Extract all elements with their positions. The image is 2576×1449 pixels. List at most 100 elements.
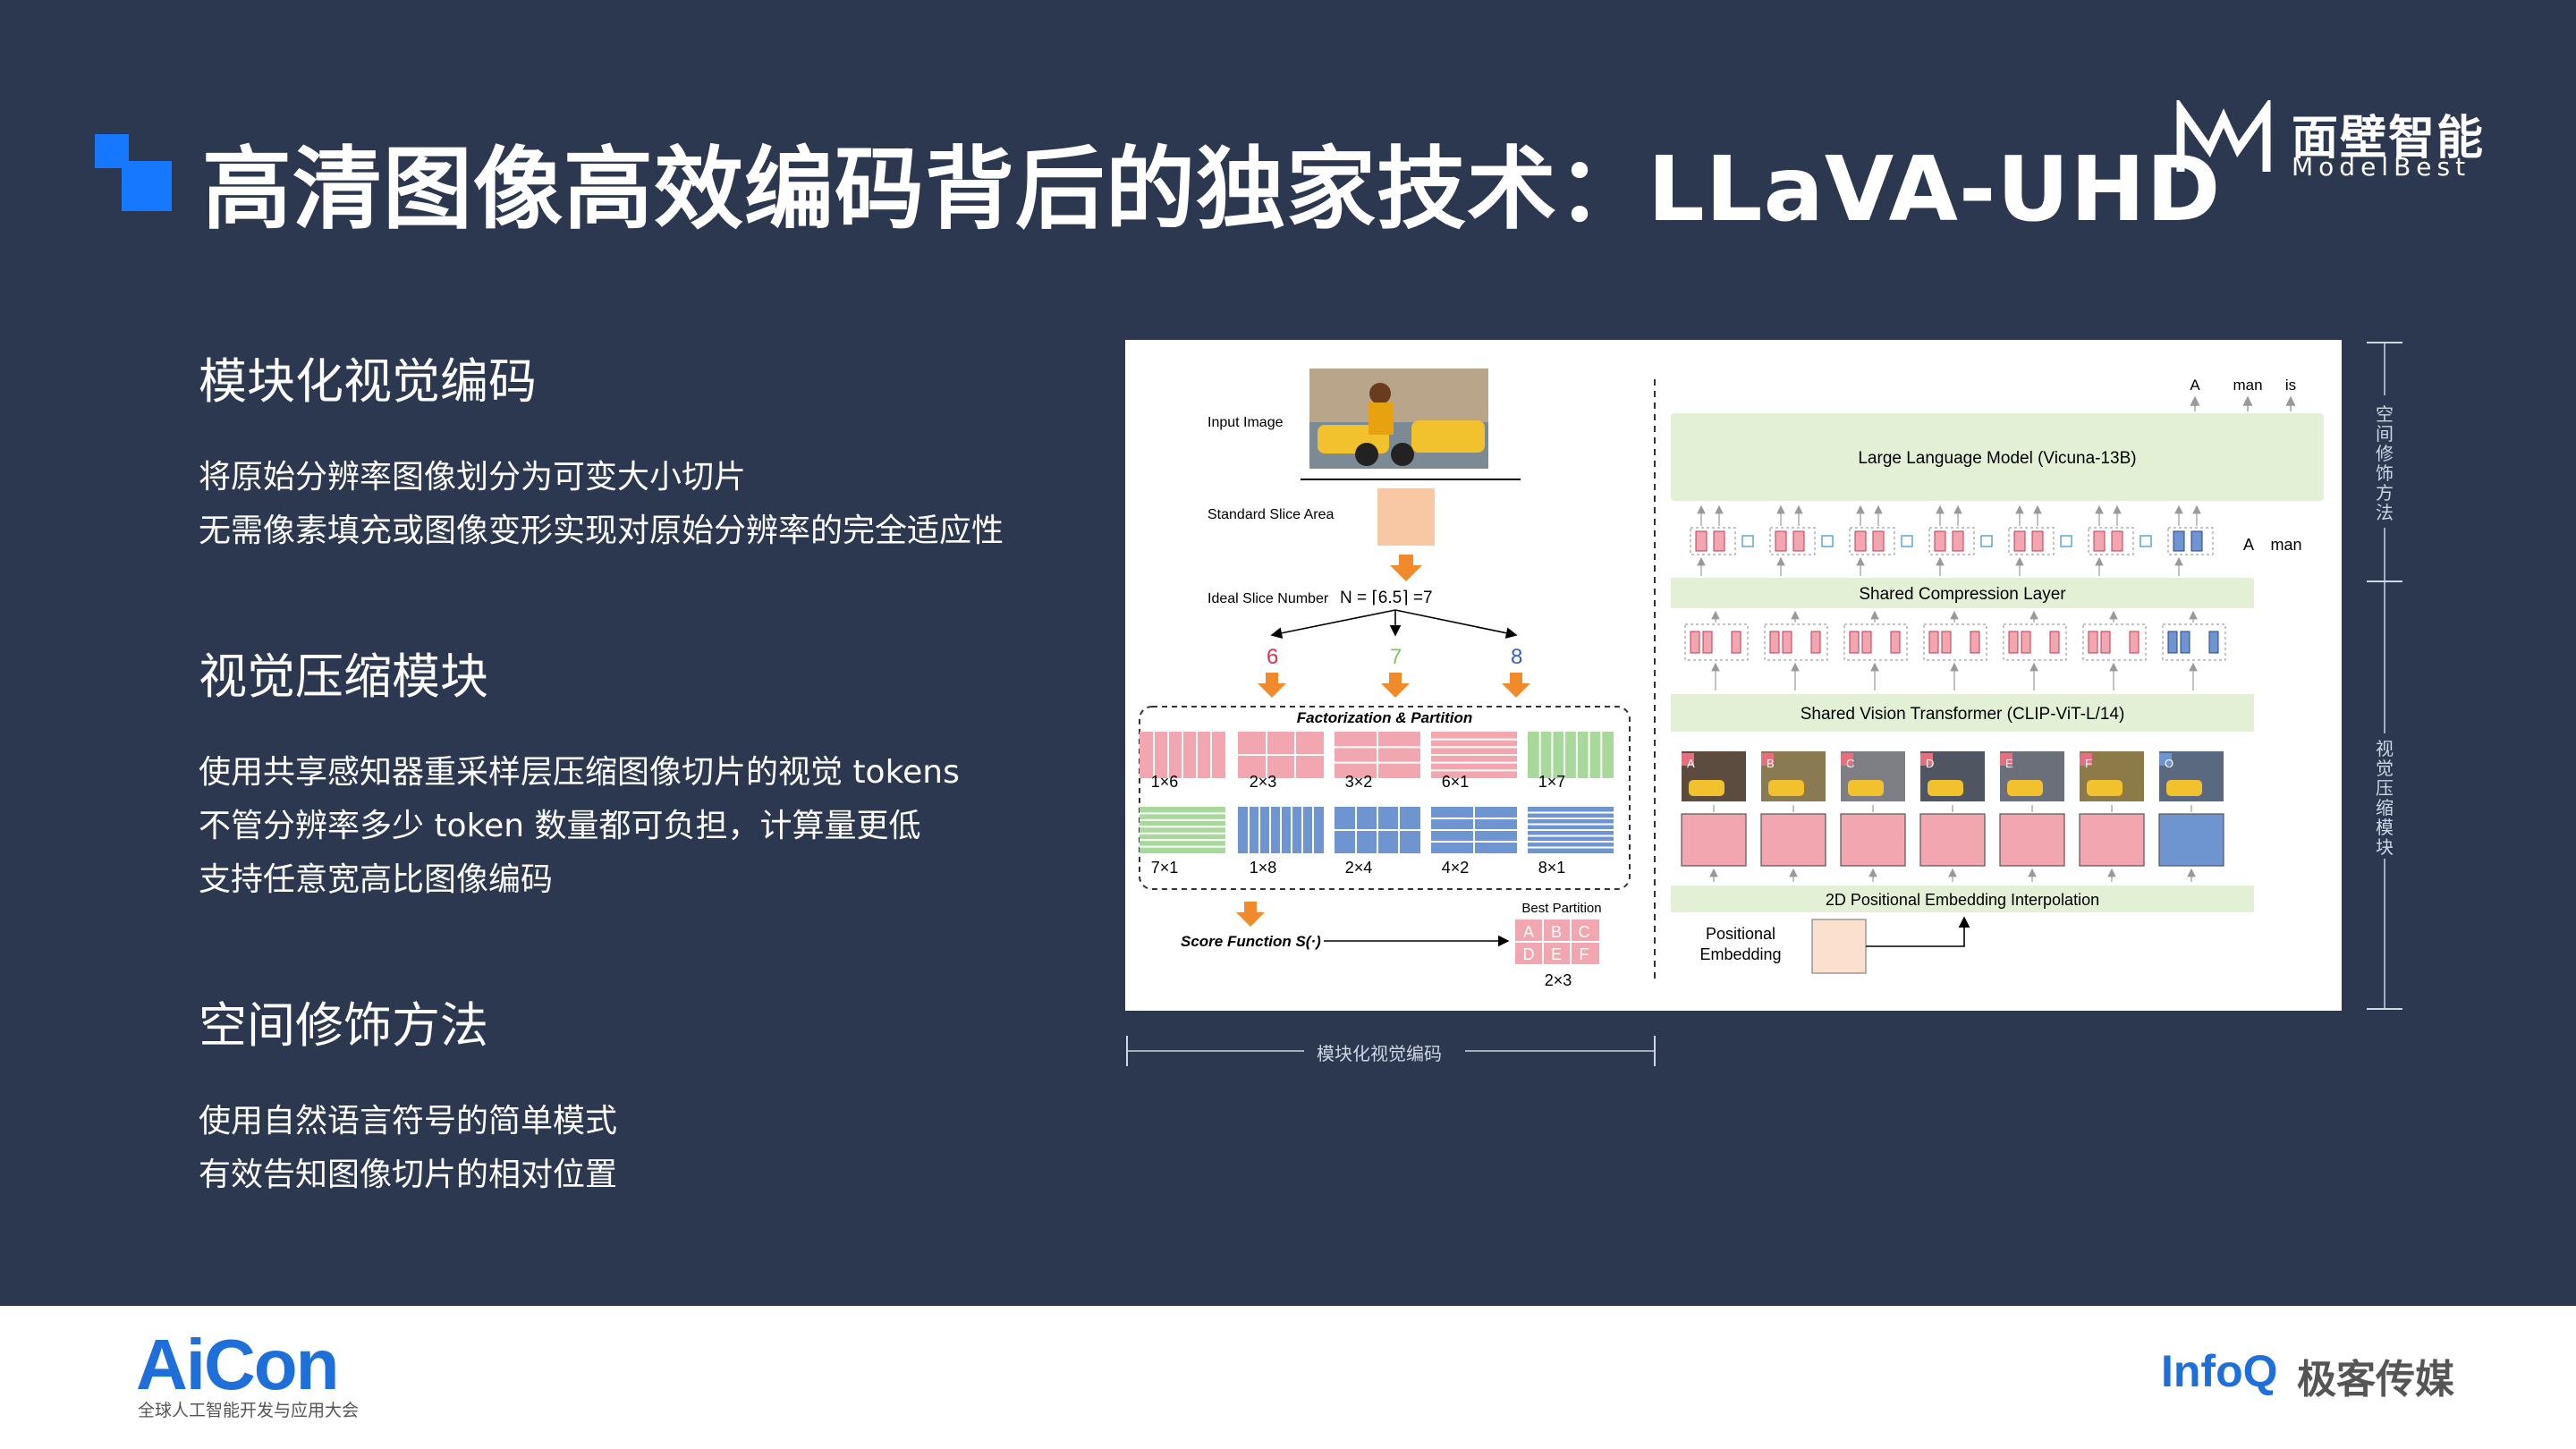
token bbox=[2008, 631, 2019, 654]
token bbox=[1769, 631, 1780, 654]
input-token: A bbox=[2243, 536, 2254, 554]
token bbox=[1690, 631, 1700, 654]
token bbox=[2093, 530, 2106, 552]
llm-layer bbox=[1671, 413, 2324, 501]
best-partition-size: 2×3 bbox=[1545, 971, 1572, 989]
factorization-box bbox=[1139, 706, 1631, 890]
partition-label: 8×1 bbox=[1538, 859, 1566, 877]
token bbox=[2100, 631, 2111, 654]
separator-token bbox=[1980, 535, 1993, 547]
token bbox=[2031, 530, 2044, 552]
compression-layer bbox=[1671, 578, 2254, 608]
slice-embedding bbox=[1760, 813, 1826, 867]
token bbox=[1928, 631, 1939, 654]
input-image bbox=[1309, 369, 1488, 469]
token bbox=[2208, 631, 2219, 654]
slice-embedding bbox=[2158, 813, 2224, 867]
partition-label: 4×2 bbox=[1442, 859, 1470, 877]
slice-tag bbox=[1761, 753, 1774, 766]
slice-letter: F bbox=[2085, 757, 2092, 770]
token-group bbox=[2167, 527, 2214, 555]
token bbox=[2021, 631, 2031, 654]
standard-slice-label: Standard Slice Area bbox=[1208, 507, 1335, 522]
token bbox=[1713, 530, 1725, 552]
token bbox=[1810, 631, 1821, 654]
token bbox=[2049, 631, 2060, 654]
down-arrow-icon bbox=[1258, 673, 1286, 698]
token bbox=[1941, 631, 1952, 654]
best-cell: B bbox=[1551, 923, 1562, 941]
vit-token-group bbox=[1684, 623, 1749, 661]
slice-letter: D bbox=[1926, 757, 1934, 770]
best-cell: A bbox=[1523, 923, 1534, 941]
taxi-shape bbox=[1689, 780, 1724, 796]
title-accent-square bbox=[122, 161, 172, 211]
taxi-shape bbox=[2166, 780, 2202, 796]
token bbox=[1952, 530, 1964, 552]
slice-embedding bbox=[2079, 813, 2145, 867]
factorization-label: Factorization & Partition bbox=[1297, 709, 1472, 726]
architecture-figure: Input Image Standard Slice Area Ideal Sl… bbox=[1125, 340, 2342, 1011]
section-heading-spatial: 空间修饰方法 bbox=[199, 997, 488, 1054]
vit-token-group bbox=[1843, 623, 1908, 661]
partition-label: 7×1 bbox=[1151, 859, 1179, 877]
standard-slice-square bbox=[1377, 488, 1435, 546]
token bbox=[1775, 530, 1787, 552]
separator-token bbox=[2060, 535, 2072, 547]
separator-token bbox=[2140, 535, 2152, 547]
token bbox=[1849, 631, 1860, 654]
token bbox=[2129, 631, 2140, 654]
slice-letter: A bbox=[1687, 757, 1695, 770]
taxi-shape bbox=[1928, 780, 1963, 796]
partition-label: 1×7 bbox=[1538, 773, 1566, 791]
input-image-label: Input Image bbox=[1208, 415, 1284, 430]
separator-token bbox=[1741, 535, 1754, 547]
slice-embedding bbox=[1999, 813, 2065, 867]
best-cell: F bbox=[1580, 945, 1589, 963]
pos-embed-label: Positional bbox=[1706, 925, 1775, 943]
section-heading-compression: 视觉压缩模块 bbox=[199, 648, 488, 705]
section-line: 不管分辨率多少 token 数量都可负担，计算量更低 bbox=[199, 808, 921, 844]
slice-letter: E bbox=[2005, 757, 2013, 770]
taxi-shape bbox=[2087, 780, 2123, 796]
best-partition-label: Best Partition bbox=[1521, 901, 1601, 916]
slice-formula: N = ⌈6.5⌉ =7 bbox=[1340, 589, 1433, 607]
output-token: is bbox=[2285, 377, 2296, 394]
output-token: man bbox=[2233, 377, 2262, 394]
best-cell: C bbox=[1579, 923, 1590, 941]
token-group bbox=[1690, 527, 1736, 555]
token bbox=[1854, 530, 1867, 552]
partition-grid bbox=[1140, 807, 1225, 853]
taxi-shape bbox=[1768, 780, 1804, 796]
token bbox=[1702, 631, 1713, 654]
right-bracket bbox=[2367, 342, 2402, 1010]
vit-token-group bbox=[2162, 623, 2226, 661]
section-line: 将原始分辨率图像划分为可变大小切片 bbox=[199, 459, 747, 496]
vit-token-group bbox=[1764, 623, 1828, 661]
right-bracket-label-top: 空间修饰方法 bbox=[2376, 403, 2394, 523]
slice-tag bbox=[1682, 753, 1694, 766]
pos-embed-label: Embedding bbox=[1699, 945, 1781, 963]
right-bracket-label-bottom: 视觉压缩模块 bbox=[2376, 738, 2394, 858]
token bbox=[2013, 530, 2026, 552]
llm-input-arrows bbox=[1697, 504, 2201, 576]
token-group bbox=[1928, 527, 1975, 555]
candidate-7: 7 bbox=[1390, 645, 1402, 669]
token bbox=[1872, 530, 1885, 552]
section-heading-modular: 模块化视觉编码 bbox=[199, 353, 537, 410]
slice-letter: C bbox=[1846, 757, 1854, 770]
token bbox=[1890, 631, 1901, 654]
section-line: 有效告知图像切片的相对位置 bbox=[199, 1157, 618, 1193]
infoq-logo: InfoQ bbox=[2161, 1346, 2278, 1396]
vit-token-group bbox=[1923, 623, 1987, 661]
slice-tag bbox=[2159, 753, 2172, 766]
token bbox=[1970, 631, 1980, 654]
slice-letter: B bbox=[1767, 757, 1775, 770]
vit-token-groups bbox=[1684, 610, 2226, 691]
slide-background: 高清图像高效编码背后的独家技术：LLaVA-UHD 面壁智能 ModelBest… bbox=[0, 0, 2576, 1306]
vit-token-group bbox=[2003, 623, 2067, 661]
token bbox=[1934, 530, 1946, 552]
token bbox=[2180, 631, 2190, 654]
slice-tag bbox=[1920, 753, 1933, 766]
token-group bbox=[2088, 527, 2134, 555]
